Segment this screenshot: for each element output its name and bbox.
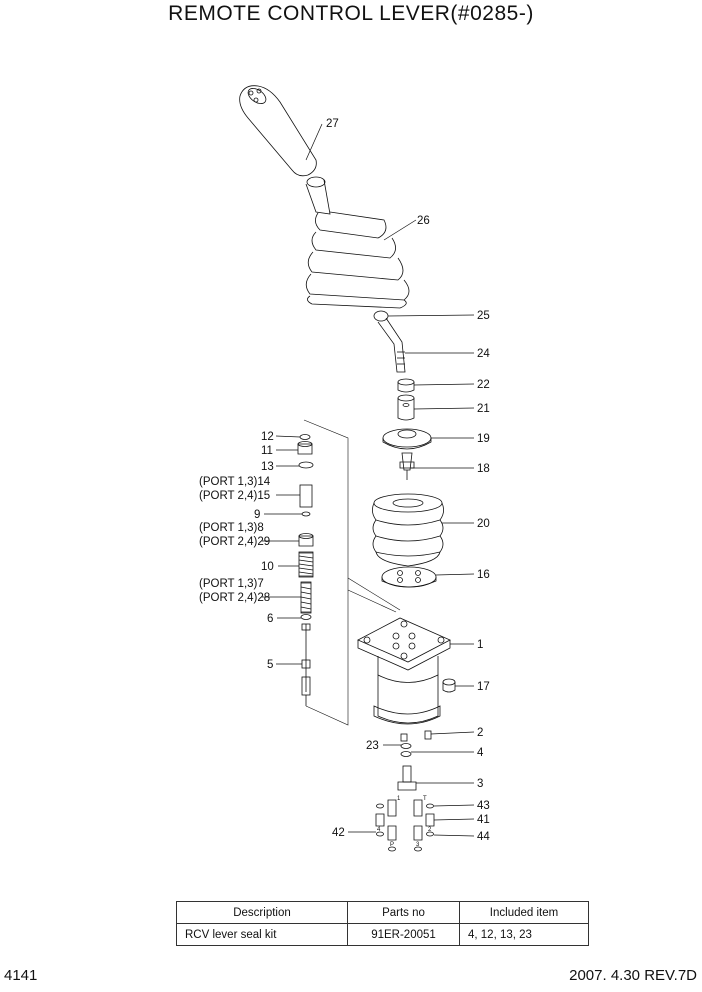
table-header-row: Description Parts no Included item (176, 901, 589, 924)
callout-5: 5 (267, 659, 273, 671)
page-title: REMOTE CONTROL LEVER(#0285-) (168, 2, 534, 25)
push-rod-stack (297, 434, 314, 706)
callout-13: 13 (261, 461, 274, 473)
callout-18: 18 (477, 463, 490, 475)
bushing-part (397, 765, 417, 791)
revision-date: 2007. 4.30 REV.7D (569, 967, 697, 984)
cell-included-item: 4, 12, 13, 23 (459, 923, 589, 946)
callout-20: 20 (477, 518, 490, 530)
callout-27: 27 (326, 118, 339, 130)
casing-part (357, 617, 451, 725)
callout-24: 24 (477, 348, 490, 360)
disc-plate-part (382, 428, 432, 450)
callout-11: 11 (261, 445, 273, 457)
callout-6: 6 (267, 613, 273, 625)
seal-kit-table: Description Parts no Included item RCV l… (176, 901, 589, 946)
callout-25: 25 (477, 310, 490, 322)
callout-port24-15: (PORT 2,4)15 (199, 490, 270, 502)
callout-26: 26 (417, 215, 430, 227)
callout-16: 16 (477, 569, 490, 581)
header-included-item: Included item (459, 901, 589, 924)
port-mark-2: 2 (428, 827, 432, 833)
callout-41: 41 (477, 814, 490, 826)
port-mark-P: P (390, 842, 394, 848)
lever-shaft-part (373, 310, 406, 373)
callout-23: 23 (366, 740, 379, 752)
callout-port13-8: (PORT 1,3)8 (199, 522, 264, 534)
pin-parts (400, 730, 432, 742)
callout-22: 22 (477, 379, 490, 391)
callout-1: 1 (477, 639, 483, 651)
bellows-boot-part (372, 493, 444, 567)
port-mark-1: 1 (397, 796, 401, 802)
callout-17: 17 (477, 681, 490, 693)
callout-port24-28: (PORT 2,4)28 (199, 592, 270, 604)
port-mark-4: 4 (377, 827, 381, 833)
plug-part (442, 678, 456, 693)
port-fittings (375, 799, 435, 852)
callout-21: 21 (477, 403, 490, 415)
callout-port13-14: (PORT 1,3)14 (199, 476, 271, 488)
table-row: RCV lever seal kit 91ER-20051 4, 12, 13,… (176, 923, 589, 946)
cell-parts-no: 91ER-20051 (347, 923, 460, 946)
callout-port13-7: (PORT 1,3)7 (199, 578, 264, 590)
callout-9: 9 (254, 509, 260, 521)
joint-part (397, 394, 415, 421)
port-mark-3: 3 (416, 842, 420, 848)
callout-3: 3 (477, 778, 483, 790)
lever-grip-part (239, 85, 317, 177)
cell-description: RCV lever seal kit (176, 923, 348, 946)
port-mark-T: T (423, 796, 427, 802)
callout-42: 42 (332, 827, 345, 839)
callout-10: 10 (261, 561, 274, 573)
callout-19: 19 (477, 433, 490, 445)
header-parts-no: Parts no (347, 901, 460, 924)
callout-43: 43 (477, 800, 490, 812)
callout-12: 12 (261, 431, 274, 443)
callout-port24-29: (PORT 2,4)29 (199, 536, 270, 548)
nut-part (397, 378, 415, 393)
callout-2: 2 (477, 727, 483, 739)
plate-part (381, 566, 437, 588)
callout-44: 44 (477, 831, 490, 843)
header-description: Description (176, 901, 348, 924)
rubber-boot-part (305, 176, 410, 309)
callout-4: 4 (477, 747, 484, 759)
page-number: 4141 (4, 967, 38, 984)
adjust-screw-part (399, 452, 415, 480)
